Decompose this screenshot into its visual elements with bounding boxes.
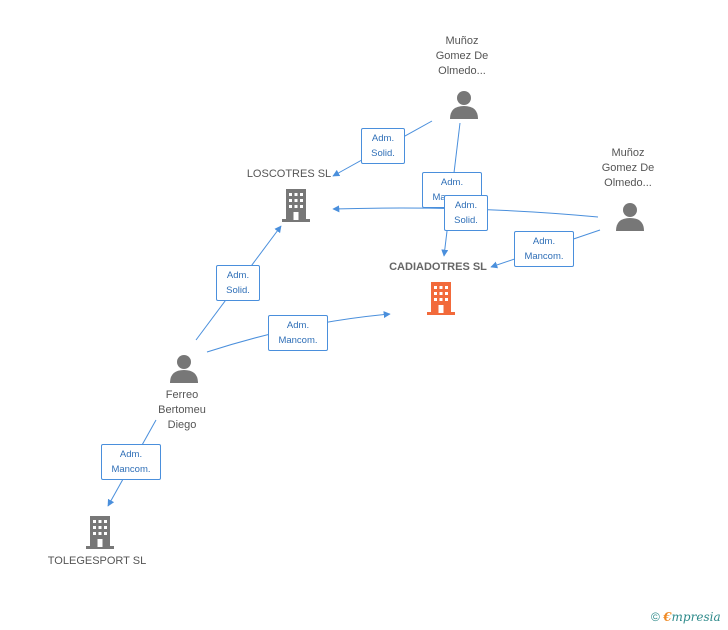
edge-label-type: Mancom.: [278, 335, 318, 346]
brand-logo-text: mpresia: [671, 610, 721, 624]
edge-label-role: Adm.: [119, 449, 143, 460]
edge-label-type: Solid.: [371, 148, 395, 159]
person-icon[interactable]: [449, 89, 479, 119]
building-icon[interactable]: [84, 515, 116, 549]
edge-label-role: Adm.: [454, 200, 478, 211]
edge-label-type: Mancom.: [524, 251, 564, 262]
building-icon[interactable]: [425, 281, 457, 315]
edge-label-person-left-cadiadotres[interactable]: Adm. Mancom.: [268, 315, 328, 351]
person-top-name[interactable]: Muñoz Gomez De Olmedo...: [412, 34, 512, 79]
edge-label-role: Adm.: [371, 133, 395, 144]
edge-label-role: Adm.: [226, 270, 250, 281]
person-left-name-line-3: Diego: [167, 419, 197, 431]
person-left-name[interactable]: Ferreo Bertomeu Diego: [132, 388, 232, 433]
edge-label-type: Solid.: [226, 285, 250, 296]
person-top-name-line-3: Olmedo...: [438, 65, 486, 77]
copyright-symbol: ©: [651, 610, 660, 624]
cadiadotres-label[interactable]: CADIADOTRES SL: [389, 261, 487, 273]
edge-label-type: Solid.: [454, 215, 478, 226]
tolegesport-label[interactable]: TOLEGESPORT SL: [47, 555, 147, 567]
edge-label-person-left-tolegesport[interactable]: Adm. Mancom.: [101, 444, 161, 480]
edge-label-role: Adm.: [532, 236, 556, 247]
edge-label-person-top-loscotres[interactable]: Adm. Solid.: [361, 128, 405, 164]
brand-footer: © €mpresia: [651, 610, 721, 624]
edge-label-person-left-loscotres[interactable]: Adm. Solid.: [216, 265, 260, 301]
brand-logo[interactable]: €mpresia: [663, 610, 720, 624]
loscotres-label[interactable]: LOSCOTRES SL: [246, 168, 332, 180]
brand-logo-initial: €: [663, 610, 672, 624]
edge-label-type: Mancom.: [111, 464, 151, 475]
person-right-name-line-3: Olmedo...: [604, 177, 652, 189]
person-left-name-line-2: Bertomeu: [158, 404, 206, 416]
person-top-name-line-2: Gomez De: [435, 50, 489, 62]
person-right-name[interactable]: Muñoz Gomez De Olmedo...: [578, 146, 678, 191]
person-top-name-line-1: Muñoz: [445, 35, 479, 47]
building-icon[interactable]: [280, 188, 312, 222]
person-right-name-line-1: Muñoz: [611, 147, 645, 159]
edge-label-person-right-cadiadotres[interactable]: Adm. Mancom.: [514, 231, 574, 267]
person-right-name-line-2: Gomez De: [601, 162, 655, 174]
person-left-name-line-1: Ferreo: [165, 389, 199, 401]
person-icon[interactable]: [169, 353, 199, 383]
person-icon[interactable]: [615, 201, 645, 231]
edge-label-role: Adm.: [440, 177, 464, 188]
edge-label-role: Adm.: [286, 320, 310, 331]
edge-label-person-right-loscotres[interactable]: Adm. Solid.: [444, 195, 488, 231]
